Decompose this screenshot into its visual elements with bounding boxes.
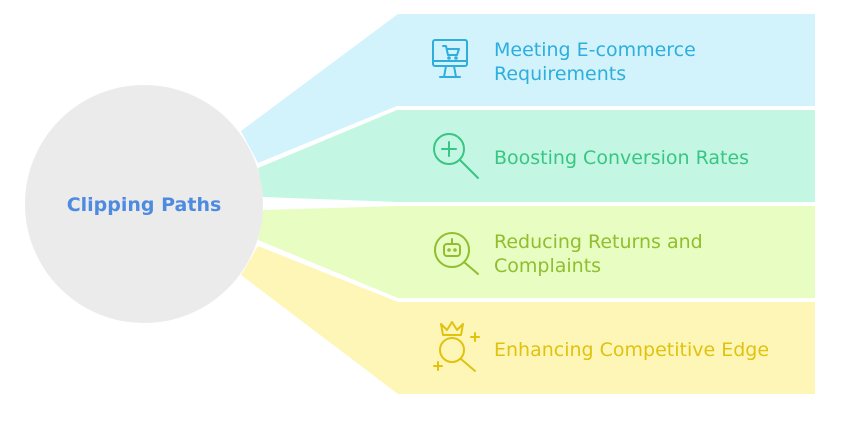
branch-label-returns: Reducing Returns and Complaints [494, 231, 709, 277]
branch-band-conversion [258, 110, 815, 202]
branch-label-competitive: Enhancing Competitive Edge [494, 339, 769, 361]
center-label: Clipping Paths [67, 194, 222, 216]
magnifier-crown-icon [433, 321, 480, 372]
branch-label-conversion: Boosting Conversion Rates [494, 147, 749, 169]
magnifier-plus-icon [433, 133, 479, 179]
branch-band-competitive [241, 246, 815, 394]
monitor-cart-icon [432, 39, 468, 78]
magnifier-robot-icon [434, 232, 479, 275]
branch-label-ecommerce: Meeting E-commerce Requirements [494, 39, 702, 85]
center-circle [25, 85, 263, 323]
branch-band-returns [258, 206, 815, 298]
branch-band-ecommerce [241, 14, 815, 163]
